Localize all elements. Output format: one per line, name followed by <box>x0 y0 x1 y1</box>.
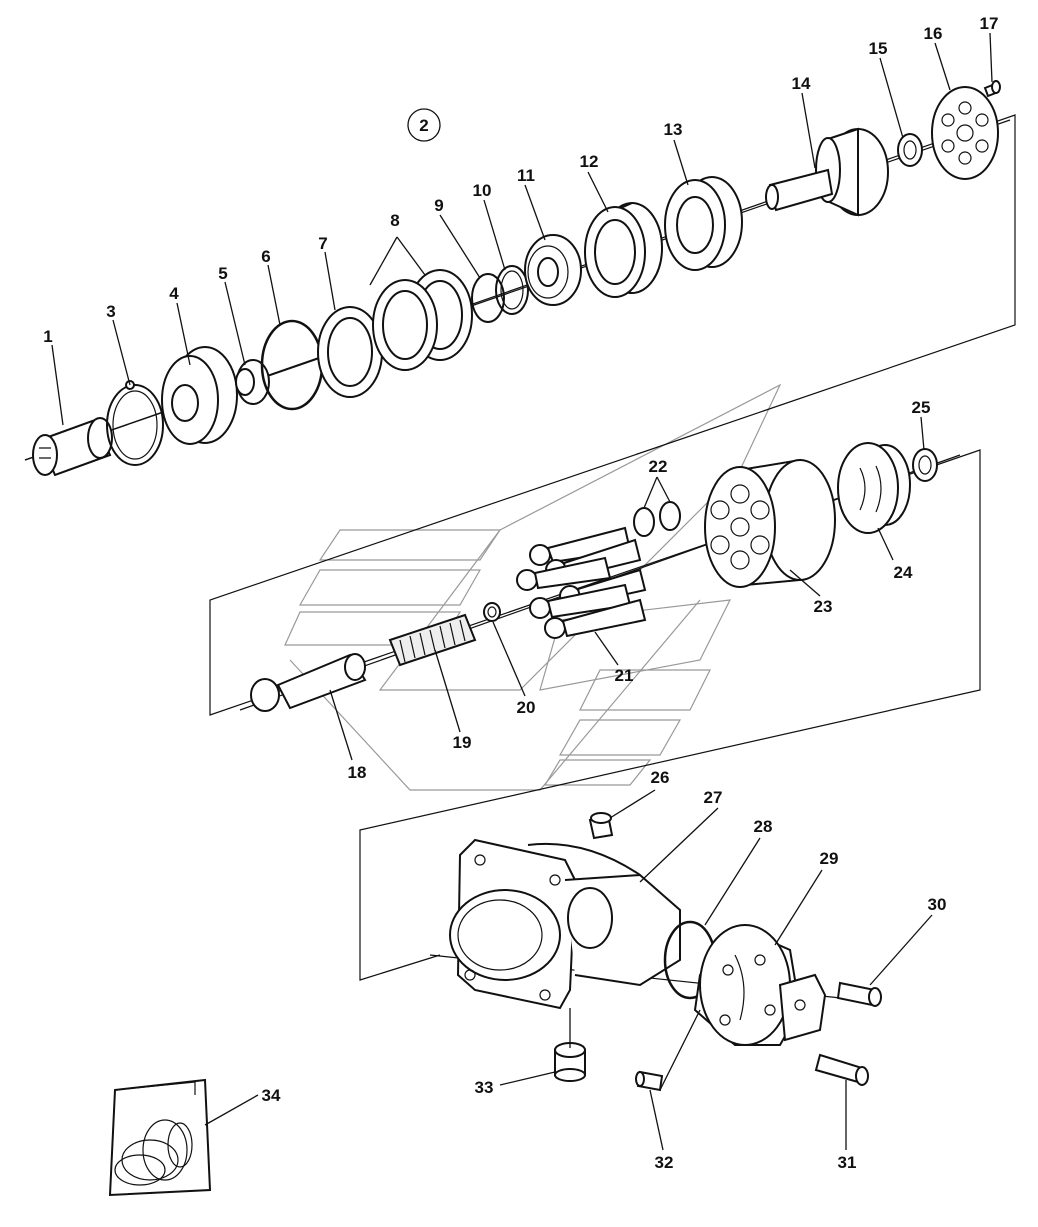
part-2-group-marker <box>407 108 441 142</box>
part-13-roller-bearing <box>664 176 743 271</box>
label-part-14: 14 <box>792 74 811 93</box>
part-4-flange-housing <box>161 346 238 445</box>
label-part-10: 10 <box>473 181 492 200</box>
part-14-drive-shaft <box>765 127 889 217</box>
label-part-8: 8 <box>390 211 399 230</box>
label-part-17: 17 <box>980 14 999 33</box>
assembly-frame-lines <box>24 114 1016 981</box>
part-18-piston <box>250 653 367 712</box>
label-part-28: 28 <box>754 817 773 836</box>
label-part-30: 30 <box>928 895 947 914</box>
label-part-7: 7 <box>318 234 327 253</box>
part-15-small-washer <box>897 133 923 167</box>
part-10-spacer-ring <box>495 265 529 315</box>
label-part-31: 31 <box>838 1153 857 1172</box>
label-part-5: 5 <box>218 264 227 283</box>
part-26-plug <box>588 812 614 840</box>
part-31-screw <box>814 1053 869 1086</box>
label-part-4: 4 <box>169 284 179 303</box>
label-part-15: 15 <box>869 39 888 58</box>
part-21-piston-set <box>516 526 647 639</box>
group-marker-label: 2 <box>419 116 428 135</box>
label-part-32: 32 <box>655 1153 674 1172</box>
part-33-plug <box>554 1042 586 1082</box>
part-3-retaining-ring <box>106 380 164 466</box>
part-34-seal-kit-bag <box>108 1078 212 1197</box>
label-part-12: 12 <box>580 152 599 171</box>
part-16-port-plate <box>931 86 999 180</box>
part-25-washer <box>912 448 938 482</box>
label-part-16: 16 <box>924 24 943 43</box>
label-part-11: 11 <box>517 166 535 185</box>
part-19-spring <box>388 613 477 667</box>
part-20-retainer <box>483 602 501 622</box>
label-part-24: 24 <box>894 563 913 582</box>
label-part-25: 25 <box>912 398 931 417</box>
part-22-rings <box>633 501 681 537</box>
label-part-27: 27 <box>704 788 723 807</box>
part-7-shim-washer <box>317 306 383 398</box>
label-part-34: 34 <box>262 1086 281 1105</box>
part-32-pin <box>635 1070 664 1092</box>
label-part-23: 23 <box>814 597 833 616</box>
label-part-21: 21 <box>615 666 634 685</box>
label-part-26: 26 <box>651 768 670 787</box>
part-12-bearing-cup <box>584 202 663 298</box>
label-part-13: 13 <box>664 120 683 139</box>
part-9-snap-ring <box>471 273 505 323</box>
part-27-housing <box>449 838 681 1010</box>
part-1-splined-coupling <box>32 417 113 477</box>
part-30-screw <box>836 981 882 1007</box>
part-5-bushing <box>235 359 270 405</box>
part-29-end-cover <box>693 924 827 1046</box>
part-17-screw <box>983 80 1001 98</box>
part-6-o-ring <box>260 319 324 411</box>
label-part-33: 33 <box>475 1078 494 1097</box>
part-8-thrust-washers <box>372 269 473 371</box>
leader-lines <box>51 32 993 1151</box>
label-part-9: 9 <box>434 196 443 215</box>
label-part-18: 18 <box>348 763 367 782</box>
part-24-valve-plate <box>837 442 911 534</box>
part-11-ball-bearing <box>524 234 582 306</box>
label-part-22: 22 <box>649 457 668 476</box>
label-part-6: 6 <box>261 247 270 266</box>
label-part-19: 19 <box>453 733 472 752</box>
label-part-29: 29 <box>820 849 839 868</box>
label-part-1: 1 <box>43 327 52 346</box>
label-part-20: 20 <box>517 698 536 717</box>
part-23-cylinder-block <box>704 458 836 588</box>
label-part-3: 3 <box>106 302 115 321</box>
part-number-labels: 2 1 3 4 5 6 7 8 9 10 11 12 13 14 15 16 1… <box>43 14 998 1172</box>
